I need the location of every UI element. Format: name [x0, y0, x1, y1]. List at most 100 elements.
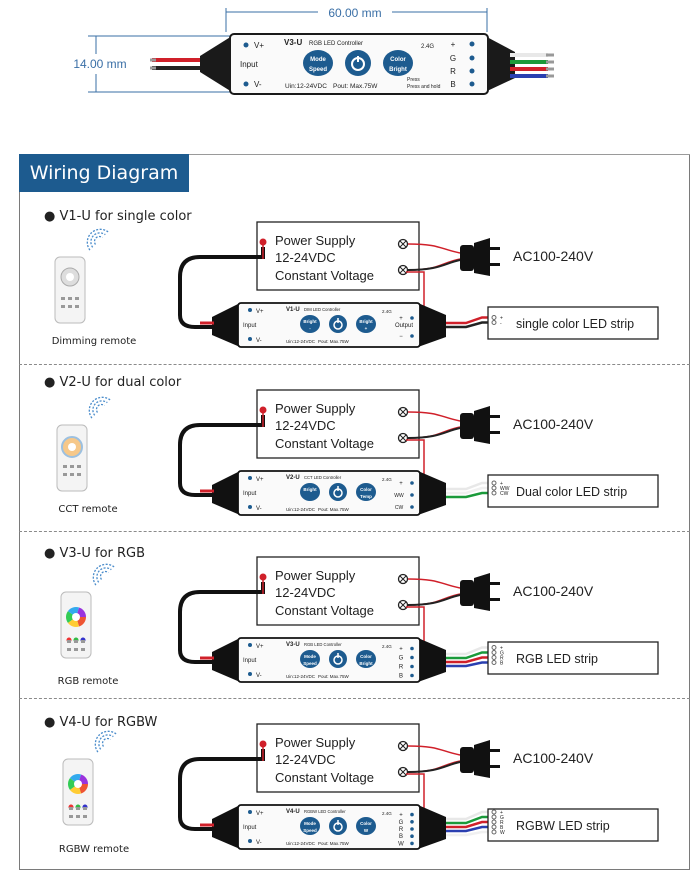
- band-label: 2.4G: [382, 477, 392, 482]
- svg-text:G: G: [450, 54, 456, 63]
- v-plus-label: V+: [256, 309, 264, 315]
- cable-boot-right: [418, 303, 446, 347]
- band-label: 2.4G: [382, 309, 392, 314]
- ac-wire: [407, 259, 461, 271]
- svg-text:Uin:12-24VDC: Uin:12-24VDC: [285, 83, 327, 90]
- controller-button-left: [300, 315, 320, 333]
- output-pin-label: −: [399, 334, 403, 340]
- input-label: Input: [243, 658, 257, 664]
- remote-control: [60, 591, 92, 659]
- wireless-signal-icon: [86, 228, 109, 251]
- cable-boot-right: [418, 638, 446, 682]
- cable-boot-left: [212, 638, 240, 682]
- band-label: 2.4G: [382, 644, 392, 649]
- ac-wire: [407, 761, 461, 773]
- svg-text:V-: V-: [254, 80, 262, 89]
- strip-pad: [491, 819, 497, 825]
- cable-boot-left: [212, 303, 240, 347]
- strip-pin-label: +: [500, 481, 503, 487]
- controller-spec: Pout: Max.75W: [318, 674, 350, 679]
- strip-pin-label: G: [500, 651, 504, 657]
- controller-model: V4-U: [286, 809, 300, 815]
- section-title-v3: ● V3-U for RGB: [44, 546, 146, 561]
- wireless-signal-icon: [92, 563, 115, 586]
- remote-control: [54, 256, 86, 324]
- output-wire: [446, 486, 490, 495]
- remote-control: [56, 424, 88, 492]
- button-label: -: [309, 326, 311, 331]
- controller-body: [237, 302, 421, 348]
- controller-button-right: [356, 315, 376, 333]
- controller-spec: Uin:12-24VDC: [286, 339, 316, 344]
- power-supply-line2: 12-24VDC: [275, 585, 336, 600]
- led-strip-label: single color LED strip: [516, 317, 634, 331]
- output-wire: [446, 825, 490, 833]
- band-label: 2.4G: [382, 811, 392, 816]
- plug-prong: [490, 247, 500, 250]
- button-label: Color: [360, 487, 372, 492]
- cable-boot-right: [418, 805, 446, 849]
- remote-label-v4: RGBW remote: [58, 844, 130, 855]
- power-button-icon: [329, 315, 347, 333]
- output-wire: [446, 656, 490, 664]
- controller-button-left: [300, 483, 320, 501]
- ac-plug-head: [474, 573, 490, 611]
- controller-model: V2-U: [286, 475, 300, 481]
- plug-prong: [490, 749, 500, 752]
- output-pin-label: +: [399, 647, 403, 653]
- button-label: Color: [360, 654, 372, 659]
- svg-text:2.4G: 2.4G: [421, 44, 434, 50]
- strip-pad: [491, 829, 497, 835]
- v-plus-label: V+: [256, 811, 264, 817]
- power-supply-line2: 12-24VDC: [275, 752, 336, 767]
- output-pin-label: +: [399, 481, 403, 487]
- led-strip-label: RGBW LED strip: [516, 819, 610, 833]
- height-dimension-label: 14.00 mm: [73, 57, 126, 71]
- output-label: Output: [395, 323, 413, 329]
- power-supply-line3: Constant Voltage: [275, 436, 374, 451]
- ac-plug-body: [460, 413, 474, 439]
- wireless-signal-icon: [94, 730, 117, 753]
- ac-voltage-label: AC100-240V: [513, 416, 594, 432]
- output-wire: [446, 316, 490, 325]
- remote-label-v3: RGB remote: [57, 676, 119, 687]
- controller-button-left: [300, 817, 320, 835]
- strip-pad: [491, 660, 497, 665]
- strip-pad: [491, 490, 497, 496]
- strip-pin-label: B: [500, 825, 504, 831]
- v-minus-label: V-: [256, 673, 262, 679]
- top-product-drawing: 60.00 mm 14.00 mm V+ Input V- V3-U RGB L…: [73, 6, 554, 95]
- output-pin-label: +: [399, 813, 403, 819]
- strip-pad: [491, 824, 497, 830]
- button-label: W: [364, 828, 369, 833]
- wireless-signal-icon: [88, 396, 111, 419]
- svg-text:Color: Color: [390, 57, 406, 63]
- controller-button-right: [356, 650, 376, 668]
- output-wire: [446, 321, 490, 329]
- button-label: Bright: [359, 661, 373, 666]
- svg-text:Bright: Bright: [389, 67, 407, 73]
- button-label: Mode: [304, 821, 316, 826]
- strip-pin-label: B: [500, 661, 504, 667]
- button-label: +: [365, 326, 368, 331]
- input-label: Input: [243, 825, 257, 831]
- strip-pin-label: CW: [500, 491, 509, 497]
- controller-model: V1-U: [286, 307, 300, 313]
- button-label: Speed: [303, 828, 317, 833]
- svg-text:V+: V+: [254, 41, 264, 50]
- strip-pad: [491, 655, 497, 660]
- svg-text:Speed: Speed: [309, 67, 327, 73]
- button-label: Mode: [304, 654, 316, 659]
- svg-text:+: +: [451, 40, 456, 49]
- output-pin-label: B: [399, 674, 403, 680]
- output-wire: [446, 491, 490, 499]
- button-label: Bright: [359, 319, 373, 324]
- output-pin-label: B: [399, 834, 403, 840]
